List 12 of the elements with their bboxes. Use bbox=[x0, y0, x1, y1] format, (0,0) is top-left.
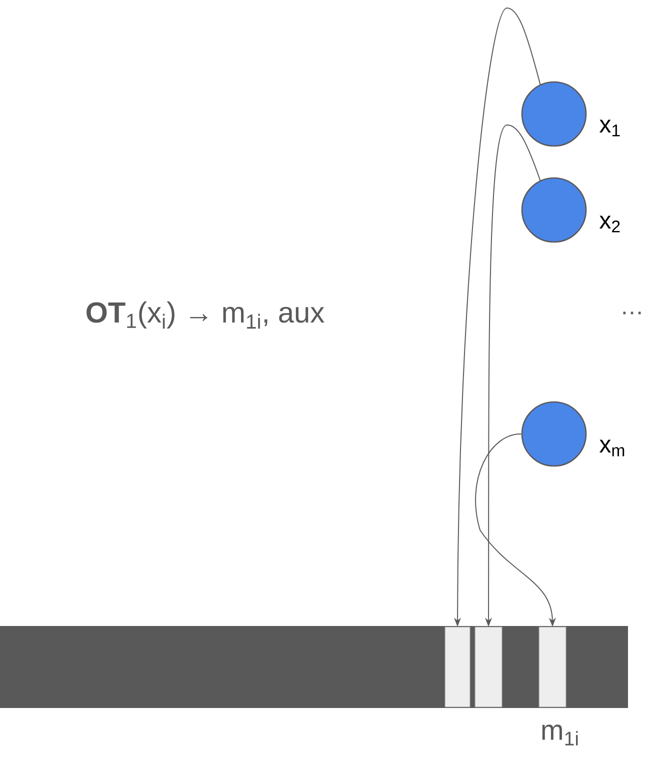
node-label: x$_{2}$ bbox=[599, 216, 620, 232]
memory-slot bbox=[474, 626, 502, 708]
circle-node bbox=[521, 177, 587, 243]
bit-label: m$_{1i}$ bbox=[542, 724, 578, 746]
circle-node bbox=[521, 81, 587, 147]
memory-slot bbox=[444, 626, 470, 708]
formula-label: OT$_{1}$(x$_{i}$) → m$_{1i}$, aux bbox=[86, 301, 324, 329]
node-label: x$_{1}$ bbox=[599, 120, 620, 136]
ellipsis-label: … bbox=[623, 312, 641, 314]
node-label: x$_{m}$ bbox=[599, 440, 624, 456]
memory-slot bbox=[538, 626, 566, 708]
circle-node bbox=[521, 401, 587, 467]
